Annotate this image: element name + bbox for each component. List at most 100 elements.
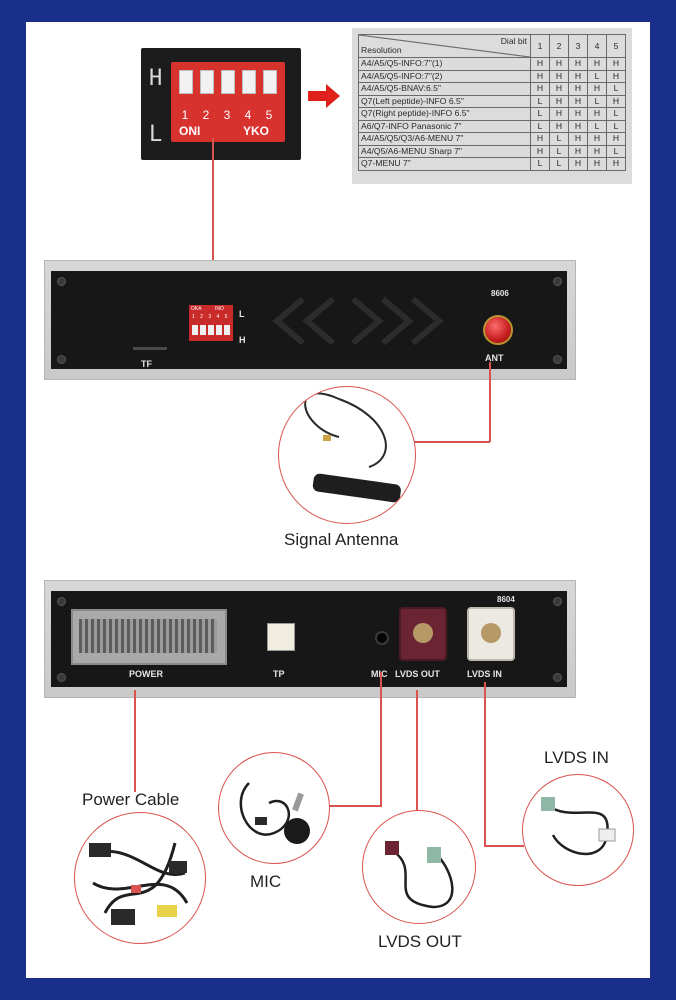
dip-knob-5[interactable] (263, 70, 277, 94)
dial-bit-header: Dial bit (500, 36, 527, 46)
arrow-head-icon (326, 84, 340, 108)
dial-bit-value: H (587, 107, 607, 121)
resolution-table-panel: Dial bit Resolution 1 2 3 4 5 A4/A5/Q5-I… (352, 28, 632, 184)
dip-num-2: 2 (202, 108, 210, 122)
dial-bit-value: H (587, 157, 607, 171)
front-dip-switch[interactable]: OKA INO 1 2 3 4 5 (189, 305, 233, 341)
lvds-in-label: LVDS IN (467, 669, 502, 679)
front-dip-top-right: INO (215, 306, 224, 312)
lvds-in-port[interactable] (467, 607, 515, 661)
connector-line (484, 845, 524, 847)
lvds-out-cable-image (362, 810, 476, 924)
connector-line (316, 805, 382, 807)
dial-bit-value: H (549, 119, 569, 133)
tp-label: TP (273, 669, 285, 679)
vent-pattern-icon (272, 296, 444, 346)
dial-bit-value: H (549, 69, 569, 83)
antenna-port[interactable] (483, 315, 513, 345)
connector-line (134, 690, 136, 792)
resolution-name: A4/A5/Q5-BNAV:6.5" (358, 82, 531, 96)
tp-connector[interactable] (267, 623, 295, 651)
connector-line (212, 138, 214, 278)
mic-image (218, 752, 330, 864)
column-header: 2 (549, 34, 569, 58)
dial-bit-value: H (568, 57, 588, 71)
resolution-name: Q7(Left peptide)-INFO 6.5" (358, 94, 531, 108)
screw-icon (553, 277, 562, 286)
dial-bit-value: L (530, 107, 550, 121)
dip-num-4: 4 (244, 108, 252, 122)
antenna-icon (304, 392, 401, 503)
microphone-icon (239, 782, 310, 844)
mic-port[interactable] (375, 631, 389, 645)
column-header: 5 (606, 34, 626, 58)
dip-knob-4[interactable] (242, 70, 256, 94)
dial-bit-value: H (568, 82, 588, 96)
arrow-right-icon (308, 91, 328, 101)
caption-power-cable: Power Cable (82, 790, 180, 809)
lvds-in-cable-icon (541, 797, 616, 855)
front-model-label: 8606 (491, 289, 509, 298)
power-connector[interactable] (71, 609, 227, 665)
caption-mic: MIC (250, 872, 282, 891)
tf-label: TF (141, 359, 152, 369)
dial-bit-value: L (549, 144, 569, 158)
lvds-in-core (481, 623, 501, 643)
power-cable-image (74, 812, 206, 944)
diagonal-divider (359, 35, 530, 57)
dial-bit-value: L (587, 94, 607, 108)
caption-lvds-out: LVDS OUT (378, 932, 462, 951)
front-dip-knobs (192, 325, 230, 335)
dial-bit-value: H (568, 119, 588, 133)
resolution-name: Q7-MENU 7" (358, 157, 531, 171)
front-dip-top-left: OKA (191, 306, 202, 312)
lvds-out-port[interactable] (399, 607, 447, 661)
table-header-row: Dial bit Resolution 1 2 3 4 5 (358, 34, 626, 58)
connector-line (484, 682, 486, 846)
dial-bit-value: H (606, 69, 626, 83)
dial-bit-value: H (568, 144, 588, 158)
dial-bit-value: L (606, 144, 626, 158)
screw-icon (57, 673, 66, 682)
caption-lvds-in: LVDS IN (544, 748, 609, 767)
dial-bit-value: L (587, 119, 607, 133)
dial-bit-value: H (568, 107, 588, 121)
resolution-name: A4/A5/Q5/Q3/A6-MENU 7" (358, 132, 531, 146)
dip-mark-l: L (149, 122, 163, 147)
dial-bit-value: L (587, 69, 607, 83)
dial-bit-value: L (606, 119, 626, 133)
back-model-label: 8604 (497, 595, 515, 604)
dip-num-5: 5 (265, 108, 273, 122)
resolution-name: A4/A5/Q5-INFO:7"(2) (358, 69, 531, 83)
dial-bit-value: L (549, 132, 569, 146)
back-panel: POWER TP MIC LVDS OUT 8604 LVDS IN (51, 591, 567, 687)
dip-knob-3[interactable] (221, 70, 235, 94)
ant-label: ANT (485, 353, 504, 363)
dial-bit-value: H (587, 82, 607, 96)
resolution-header: Resolution (361, 45, 402, 55)
dip-num-1: 1 (181, 108, 189, 122)
connector-line (416, 690, 418, 810)
dial-bit-value: H (549, 94, 569, 108)
dip-num-3: 3 (223, 108, 231, 122)
resolution-name: A4/A5/Q5-INFO:7"(1) (358, 57, 531, 71)
resolution-name: A6/Q7-INFO Panasonic 7" (358, 119, 531, 133)
dip-knob-1[interactable] (179, 70, 193, 94)
dip-on-label: ONI (179, 124, 201, 138)
dip-switch-body: 1 2 3 4 5 ONI YKO (171, 62, 285, 142)
dial-bit-value: L (530, 94, 550, 108)
power-cable-icon (89, 842, 189, 925)
front-h-label: H (239, 335, 246, 345)
dip-mark-h: H (149, 66, 163, 91)
dial-bit-value: H (568, 157, 588, 171)
dial-bit-value: H (530, 144, 550, 158)
dip-knob-2[interactable] (200, 70, 214, 94)
tf-card-slot[interactable] (133, 347, 167, 350)
